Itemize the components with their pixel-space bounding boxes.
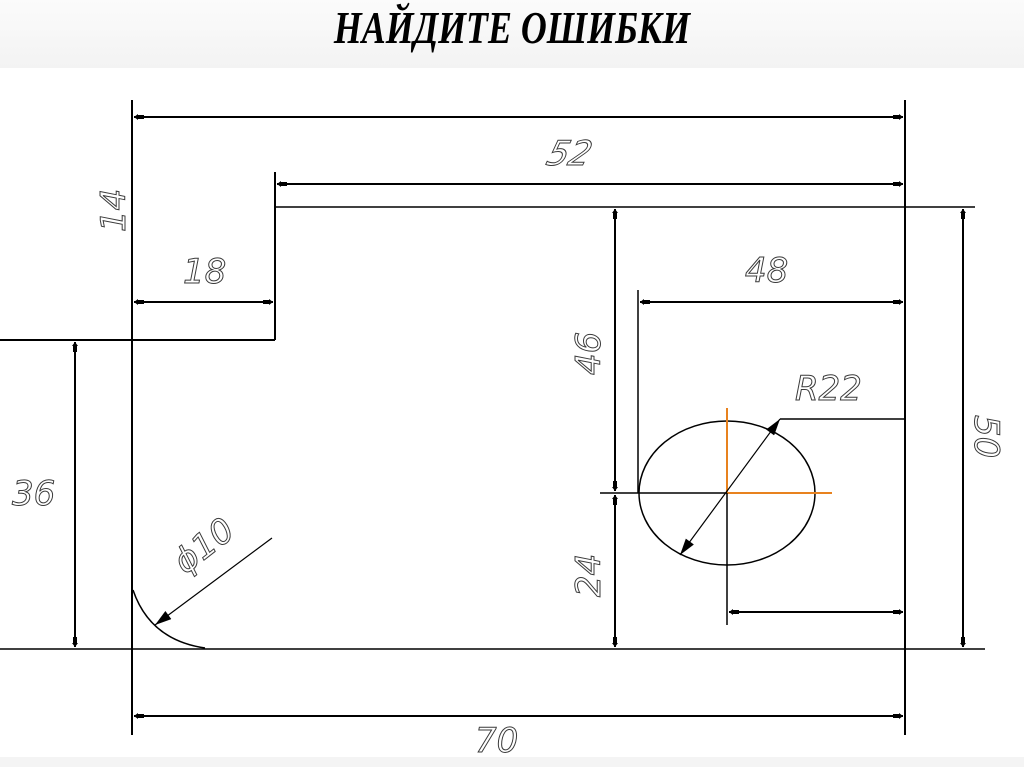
dim-36: 36: [12, 474, 55, 514]
dim-phi10: ϕ10: [166, 510, 242, 582]
dim-70: 70: [475, 721, 518, 761]
bottom-band: [0, 757, 1024, 767]
corner-arc: [132, 537, 273, 649]
dim-52: 52: [542, 135, 596, 174]
dim-48: 48: [745, 251, 788, 291]
dim-24: 24: [569, 554, 609, 597]
part-outline: [0, 100, 985, 735]
dim-18: 18: [183, 252, 226, 292]
dimension-lines: [72, 114, 966, 719]
dim-14: 14: [94, 189, 134, 232]
radius-leader: [679, 418, 781, 556]
title-band: [0, 0, 1024, 68]
centerlines: [600, 408, 832, 625]
dim-r22: R22: [795, 369, 862, 409]
dim-46: 46: [569, 332, 609, 375]
dim-50: 50: [966, 415, 1006, 458]
page-title: НАЙДИТЕ ОШИБКИ: [333, 2, 691, 53]
